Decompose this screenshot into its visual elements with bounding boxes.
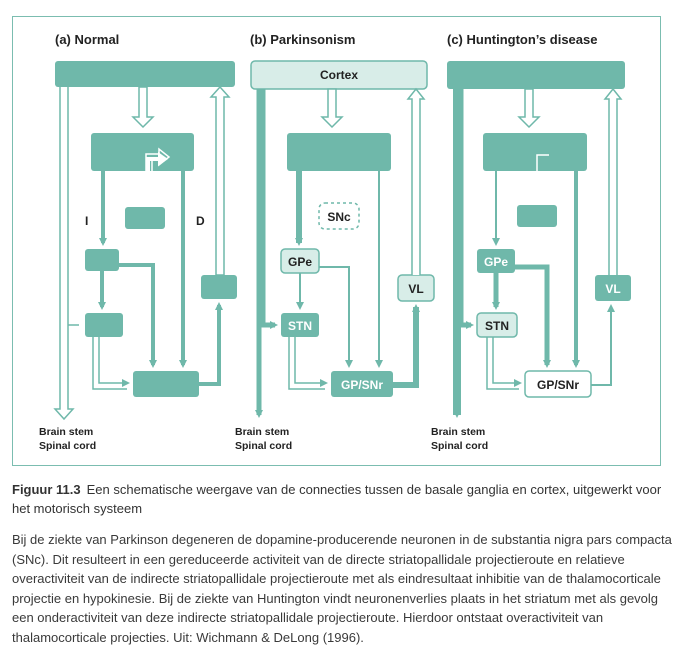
snc-label-b: SNc: [327, 210, 351, 224]
vl-box-c: [595, 275, 631, 301]
panel-b: (b) Parkinsonism Cortex SNc GPe STN GP/S…: [235, 32, 435, 452]
gp-snr-box-a: [133, 371, 199, 397]
vl-label-b: VL: [408, 282, 423, 296]
snc-box-c: [517, 205, 557, 227]
body-paragraph-text: Bij de ziekte van Parkinson degeneren de…: [12, 532, 672, 645]
cortex-box-c: [447, 61, 625, 89]
striatum-box-c: [483, 133, 587, 171]
cortex-box-a: [55, 61, 235, 87]
striatum-box-a: [91, 133, 194, 171]
cortex-box-b: [250, 60, 428, 90]
panel-c: (c) Huntington’s disease GPe STN GP/SNr …: [431, 32, 631, 452]
gp-snr-label-c: GP/SNr: [537, 378, 579, 392]
snc-box-b: [318, 202, 360, 230]
gp-snr-box-b: [331, 371, 393, 397]
gpe-box-c: [477, 249, 515, 273]
brainstem-label-c: Brain stem: [431, 426, 485, 438]
stn-box-b: [281, 313, 319, 337]
figure-frame: (a) Normal I D: [12, 16, 661, 466]
gpe-label-c: GPe: [484, 255, 508, 269]
panel-c-title: (c) Huntington’s disease: [447, 32, 597, 47]
caption-text: Een schematische weergave van de connect…: [12, 482, 662, 516]
striatum-box-b: [287, 133, 391, 171]
brainstem-label-a: Brain stem: [39, 426, 93, 438]
vl-box-a: [201, 275, 237, 299]
gpe-box-a: [85, 249, 119, 271]
stn-box-a: [85, 313, 123, 337]
gpe-label-b: GPe: [288, 255, 312, 269]
basal-ganglia-diagram: (a) Normal I D: [39, 32, 631, 452]
spinalcord-label-c: Spinal cord: [431, 440, 488, 452]
body-paragraph: Bij de ziekte van Parkinson degeneren de…: [12, 530, 680, 647]
indirect-pathway-label: I: [85, 214, 88, 228]
panel-a: (a) Normal I D: [39, 32, 237, 452]
spinalcord-label-a: Spinal cord: [39, 440, 96, 452]
stn-label-c: STN: [485, 319, 509, 333]
gp-snr-label-b: GP/SNr: [341, 378, 383, 392]
figure-label: Figuur 11.3: [12, 482, 81, 497]
spinalcord-label-b: Spinal cord: [235, 440, 292, 452]
stn-label-b: STN: [288, 319, 312, 333]
vl-label-c: VL: [605, 282, 620, 296]
direct-pathway-label: D: [196, 214, 205, 228]
panel-b-title: (b) Parkinsonism: [250, 32, 355, 47]
stn-box-c: [476, 312, 518, 338]
panel-a-title: (a) Normal: [55, 32, 119, 47]
cortex-label-b: Cortex: [320, 68, 358, 82]
brainstem-label-b: Brain stem: [235, 426, 289, 438]
snc-box-a: [125, 207, 165, 229]
